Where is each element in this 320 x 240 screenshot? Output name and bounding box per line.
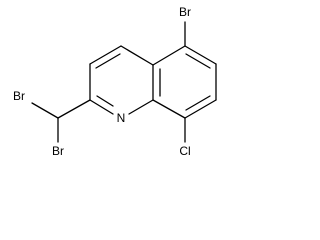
bond-c2-n1	[89, 99, 114, 115]
atom-label-br-a: Br	[13, 89, 25, 103]
bond-ch-br-a	[31, 102, 59, 119]
bond-c8-c8a	[152, 99, 186, 119]
bond-c7-c8-inner	[185, 95, 211, 111]
bond-c2-n1-inner	[96, 95, 114, 107]
chemical-structure-diagram: Br Cl N Br Br	[13, 5, 217, 158]
bond-c2-ch	[57, 99, 91, 119]
bond-c4a-c4	[120, 45, 154, 66]
atom-label-n-1: N	[117, 111, 126, 125]
bond-c5-c6-inner	[185, 53, 211, 69]
bond-c7-c8	[184, 99, 217, 119]
bond-c4a-c5	[152, 45, 186, 66]
bond-c5-c6	[184, 45, 217, 65]
atom-label-br-b: Br	[52, 144, 64, 158]
atom-label-br-5: Br	[179, 5, 191, 19]
atom-label-cl-8: Cl	[179, 144, 190, 158]
bond-c4-c3	[89, 45, 122, 65]
bond-n1-c8a	[128, 99, 154, 115]
bond-c4-c3-inner	[95, 53, 121, 69]
